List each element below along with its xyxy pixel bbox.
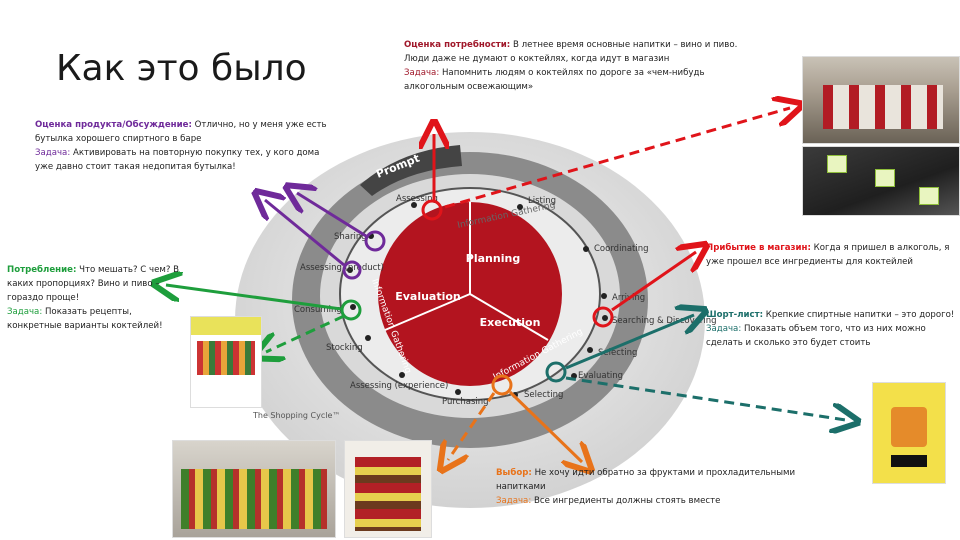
note-choice-text: Не хочу идти обратно за фруктами и прохл…: [496, 468, 796, 492]
note-need-text: В летнее время основные напитки – вино и…: [404, 40, 738, 64]
arrow-choice-photo: [448, 392, 496, 460]
note-arrival: Прибытие в магазин: Когда я пришел в алк…: [706, 241, 956, 269]
note-product-task-label: Задача:: [35, 148, 71, 158]
highlight-sharing: [364, 230, 386, 252]
note-consumption-label: Потребление:: [7, 265, 77, 275]
stage-sharing: Sharing: [334, 232, 367, 242]
note-need: Оценка потребности: В летнее время основ…: [404, 38, 754, 94]
note-choice-task: Все ингредиенты должны стоять вместе: [533, 496, 721, 506]
stage-selecting-right: Selecting: [598, 348, 637, 358]
arrow-consuming: [166, 285, 342, 311]
photo-recipe-leaflet: [190, 316, 262, 408]
slide-title: Как это было: [56, 48, 307, 89]
ad-panel: [875, 169, 895, 187]
stage-selecting-bottom: Selecting: [524, 390, 563, 400]
note-consumption: Потребление: Что мешать? С чем? В каких …: [7, 263, 185, 333]
stage-assessing-product: Assessing (product): [300, 263, 384, 273]
stage-dot: [517, 204, 523, 210]
stage-consuming: Consuming: [294, 305, 342, 315]
stage-dot: [601, 293, 607, 299]
photo-poster: [872, 382, 946, 484]
arrow-sharing-1: [297, 193, 367, 238]
note-choice: Выбор: Не хочу идти обратно за фруктами …: [496, 466, 806, 508]
stage-purchasing: Purchasing: [442, 397, 489, 407]
poster-glass: [891, 407, 927, 447]
stage-dot: [365, 335, 371, 341]
note-need-task-label: Задача:: [404, 68, 440, 78]
note-shortlist-task: Показать объем того, что из них можно сд…: [706, 324, 926, 348]
note-need-label: Оценка потребности:: [404, 40, 511, 50]
note-product-task: Активировать на повторную покупку тех, у…: [35, 148, 320, 172]
stage-dot: [411, 202, 417, 208]
core-divider-2: [384, 293, 471, 331]
leaflet-header: [191, 317, 261, 335]
stage-dot: [583, 246, 589, 252]
core-divider-3: [469, 293, 549, 341]
highlight-assessing-product: [342, 260, 362, 280]
note-shortlist: Шорт-лист: Крепкие спиртные напитки – эт…: [706, 308, 958, 350]
note-need-task: Напомнить людям о коктейлях по дороге за…: [404, 68, 705, 92]
note-consumption-text: Что мешать? С чем? В каких пропорциях? В…: [7, 265, 180, 303]
note-product: Оценка продукта/Обсуждение: Отлично, но …: [35, 118, 335, 174]
cycle-caption: The Shopping Cycle™: [252, 411, 340, 420]
stand-body: [355, 457, 421, 531]
stage-dot: [455, 389, 461, 395]
stage-assessing-top: Assessing: [396, 194, 438, 204]
stage-dot: [350, 304, 356, 310]
note-consumption-task-label: Задача:: [7, 307, 43, 317]
stage-coordinating: Coordinating: [594, 244, 649, 254]
note-product-label: Оценка продукта/Обсуждение:: [35, 120, 192, 130]
highlight-consuming: [340, 299, 362, 321]
note-shortlist-text: Крепкие спиртные напитки – это дорого!: [765, 310, 955, 320]
note-consumption-task: Показать рецепты, конкретные варианты ко…: [7, 307, 163, 331]
stage-listing: Listing: [528, 196, 556, 206]
stage-dot: [399, 372, 405, 378]
highlight-evaluating: [545, 361, 567, 383]
stage-dot: [347, 267, 353, 273]
photo-aisle-display: [172, 440, 336, 538]
note-product-text: Отлично, но у меня уже есть бутылка хоро…: [35, 120, 327, 144]
note-arrival-text: Когда я пришел в алкоголь, я уже прошел …: [706, 243, 950, 267]
photo-stand: [344, 440, 432, 538]
display-shelf: [181, 469, 327, 529]
leaflet-bottles: [197, 341, 255, 375]
arrow-need-photo: [444, 108, 790, 209]
note-choice-task-label: Задача:: [496, 496, 532, 506]
ad-panel: [827, 155, 847, 173]
arrow-consuming-photo: [266, 314, 345, 352]
arrow-arrival: [611, 252, 696, 312]
arrow-choice: [508, 390, 582, 462]
stage-searching: Searching & Discovering: [612, 316, 717, 326]
highlight-selecting: [491, 374, 513, 396]
stage-stocking: Stocking: [326, 343, 363, 353]
highlight-assessing: [421, 199, 443, 221]
core-execution: Execution: [480, 316, 541, 329]
ad-panel: [919, 187, 939, 205]
photo-store-entrance: [802, 56, 960, 144]
stage-dot: [587, 347, 593, 353]
photo-escalator: [802, 146, 960, 216]
stage-assessing-experience: Assessing (experience): [350, 381, 448, 391]
arrow-sharing-2: [265, 200, 345, 267]
note-choice-label: Выбор:: [496, 468, 532, 478]
stage-dot: [602, 315, 608, 321]
core-planning: Planning: [466, 252, 520, 265]
highlight-searching: [592, 306, 614, 328]
stage-evaluating: Evaluating: [578, 371, 623, 381]
prompt-tab: [360, 145, 462, 196]
note-shortlist-label: Шорт-лист:: [706, 310, 764, 320]
note-shortlist-task-label: Задача:: [706, 324, 742, 334]
note-arrival-label: Прибытие в магазин:: [706, 243, 811, 253]
photo-store-stands: [823, 85, 943, 129]
core-evaluation: Evaluation: [395, 290, 461, 303]
arrow-shortlist: [565, 315, 694, 370]
poster-price: [891, 455, 927, 467]
